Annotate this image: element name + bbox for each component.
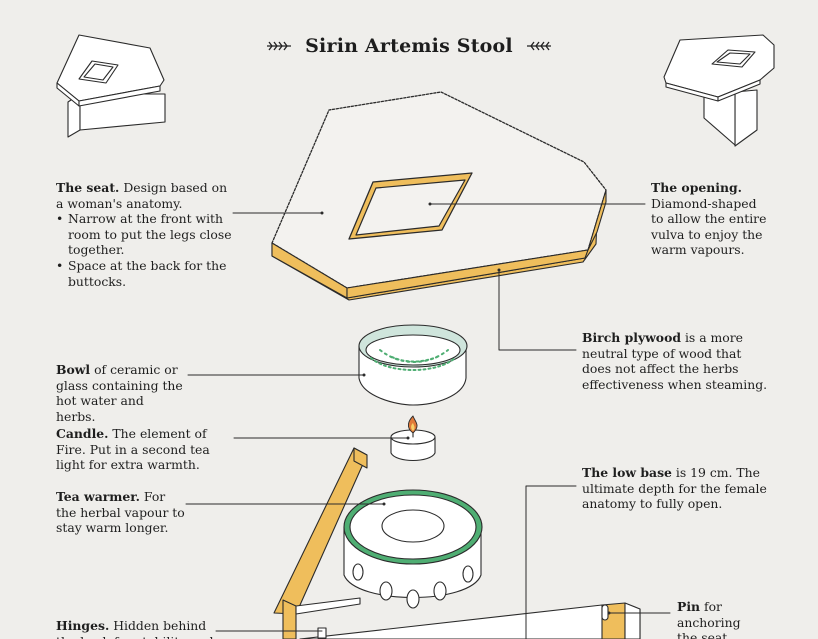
seat: [271, 91, 607, 301]
label-base-text: is 19 cm. The ultimate depth for the fem…: [582, 465, 767, 512]
label-pin: Pin for anchoring the seat.: [677, 599, 757, 639]
label-candle-heading: Candle.: [56, 426, 109, 441]
thumbnail-left: [56, 34, 166, 138]
label-candle: Candle. The element of Fire. Put in a se…: [56, 426, 232, 473]
laurel-left-icon: [267, 41, 292, 51]
label-warmer: Tea warmer. For the herbal vapour to sta…: [56, 489, 186, 536]
label-seat: The seat. Design based on a woman's anat…: [56, 180, 234, 289]
label-plywood-heading: Birch plywood: [582, 330, 682, 345]
label-bowl-heading: Bowl: [56, 362, 91, 377]
tea-warmer: [343, 489, 483, 609]
label-warmer-heading: Tea warmer.: [56, 489, 140, 504]
label-seat-heading: The seat.: [56, 180, 120, 195]
label-pin-text: for anchoring the seat.: [677, 599, 741, 639]
label-bowl: Bowl of ceramic or glass containing the …: [56, 362, 186, 424]
label-seat-bullet: Narrow at the front with room to put the…: [56, 211, 234, 258]
label-plywood: Birch plywood is a more neutral type of …: [582, 330, 772, 392]
label-seat-bullets: Narrow at the front with room to put the…: [56, 211, 234, 289]
title-text: Sirin Artemis Stool: [305, 35, 513, 57]
base: [273, 447, 641, 639]
thumbnail-right: [663, 34, 775, 147]
label-hinges-heading: Hinges.: [56, 618, 110, 633]
label-bowl-text: of ceramic or glass containing the hot w…: [56, 362, 183, 424]
label-plywood-text: is a more neutral type of wood that does…: [582, 330, 768, 392]
label-opening: The opening. Diamond-shaped to allow the…: [651, 180, 769, 258]
label-candle-text: The element of Fire. Put in a second tea…: [56, 426, 210, 473]
label-hinges-text: Hidden behind the back for stability and: [56, 618, 214, 639]
bowl: [358, 324, 468, 406]
label-warmer-text: For the herbal vapour to stay warm longe…: [56, 489, 185, 536]
candle: [390, 415, 436, 462]
label-opening-text: Diamond-shaped to allow the entire vulva…: [651, 195, 767, 258]
label-seat-bullet: Space at the back for the buttocks.: [56, 258, 234, 289]
label-base: The low base is 19 cm. The ultimate dept…: [582, 465, 768, 512]
page-title: Sirin Artemis Stool: [0, 34, 818, 57]
laurel-right-icon: [526, 41, 551, 51]
label-opening-heading: The opening.: [651, 180, 742, 195]
leader-lines: [185, 203, 671, 639]
label-base-heading: The low base: [582, 465, 672, 480]
label-hinges: Hinges. Hidden behind the back for stabi…: [56, 618, 228, 639]
label-seat-text: Design based on a woman's anatomy.: [56, 180, 228, 211]
label-pin-heading: Pin: [677, 599, 701, 614]
